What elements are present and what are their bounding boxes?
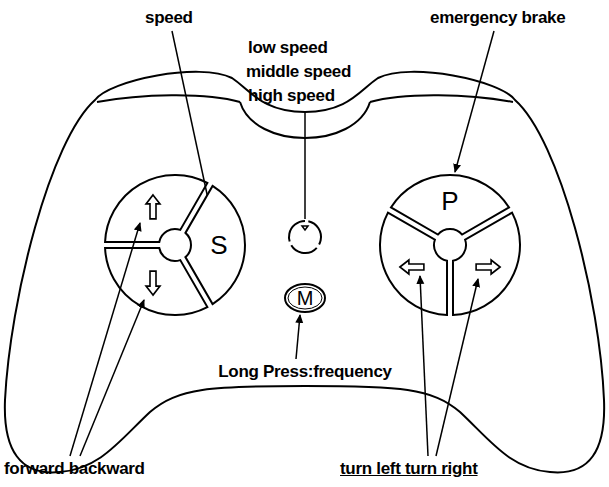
brake-button: P xyxy=(380,175,520,315)
arrow-symbol xyxy=(476,260,500,274)
mode-label: high speed xyxy=(248,86,335,106)
leader-line xyxy=(296,315,300,359)
mode-button: M xyxy=(283,282,327,314)
leader-line xyxy=(80,300,144,456)
callout-label: forward backward xyxy=(4,459,145,479)
button-letter: P xyxy=(441,188,458,214)
button-wedges xyxy=(105,175,520,315)
leader-line xyxy=(172,31,213,222)
leader-line xyxy=(455,31,494,172)
button-inner-ring xyxy=(288,287,322,309)
button-shape xyxy=(285,284,325,312)
mode-label: low speed xyxy=(248,38,328,58)
leader-line xyxy=(304,112,306,219)
speed-button: S xyxy=(105,175,245,315)
speed-indicator-ring xyxy=(286,218,324,256)
leader-line xyxy=(70,223,140,456)
leader-line xyxy=(420,276,428,456)
left-bumper-edge xyxy=(97,95,240,102)
button-shape xyxy=(185,186,245,304)
mode-label: middle speed xyxy=(246,62,351,82)
callout-label: speed xyxy=(145,8,193,28)
speed-indicator-mark xyxy=(302,226,308,230)
leader-line xyxy=(436,279,478,456)
arrow-symbol xyxy=(146,271,160,295)
callout-label: emergency brake xyxy=(430,8,565,28)
right-bumper-edge xyxy=(370,95,513,102)
callout-label: turn left turn right xyxy=(340,459,478,479)
button-letter: M xyxy=(297,288,314,308)
button-letter: S xyxy=(210,232,227,258)
button-shape xyxy=(391,175,509,235)
controller-body xyxy=(5,72,604,473)
callout-label: Long Press:frequency xyxy=(218,362,392,382)
arrow-symbol xyxy=(400,260,424,274)
arrow-symbol xyxy=(146,195,160,219)
